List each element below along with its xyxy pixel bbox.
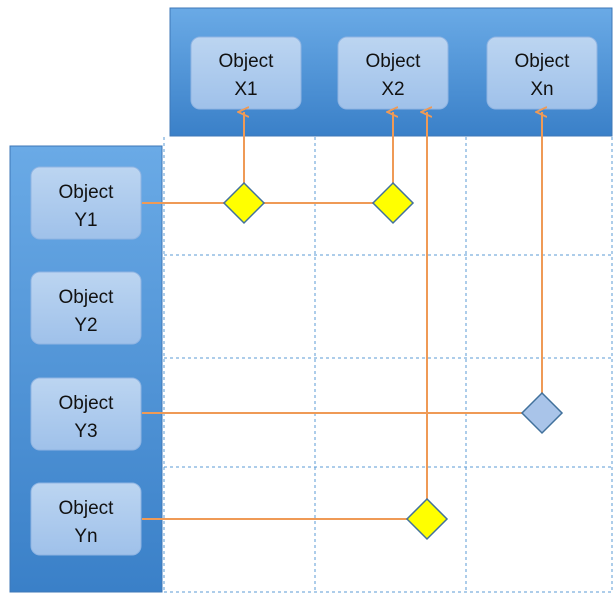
object-y3-label-line2: Y3 — [74, 421, 97, 442]
object-box-yn[interactable]: Object Yn — [30, 482, 142, 556]
connectors — [142, 112, 542, 520]
relation-markers — [222, 181, 564, 541]
left-object-panel: Object Y1 Object Y2 Object Y3 Object Yn — [9, 145, 163, 593]
diamond-y3-xn[interactable] — [520, 391, 564, 435]
object-x1-label-line1: Object — [219, 51, 275, 72]
object-y3-label-line1: Object — [59, 393, 115, 414]
object-box-y1[interactable]: Object Y1 — [30, 166, 142, 240]
object-box-y2[interactable]: Object Y2 — [30, 271, 142, 345]
object-x2-label-line2: X2 — [381, 79, 404, 100]
object-xn-label-line2: Xn — [530, 79, 553, 100]
object-x1-label-line2: X1 — [234, 79, 257, 100]
object-yn-label-line2: Yn — [74, 526, 97, 547]
object-x2-label-line1: Object — [366, 51, 422, 72]
diamond-y1-x1[interactable] — [222, 181, 266, 225]
object-box-xn[interactable]: Object Xn — [486, 36, 598, 110]
top-object-panel: Object X1 Object X2 Object Xn — [169, 7, 613, 137]
object-box-y3[interactable]: Object Y3 — [30, 377, 142, 451]
object-yn-label-line1: Object — [59, 498, 115, 519]
diamond-yn-x2[interactable] — [405, 497, 449, 541]
object-xn-label-line1: Object — [515, 51, 571, 72]
grid — [163, 137, 613, 593]
object-y1-label-line2: Y1 — [74, 210, 97, 231]
object-box-x2[interactable]: Object X2 — [337, 36, 449, 110]
object-box-x1[interactable]: Object X1 — [190, 36, 302, 110]
diamond-y1-x2[interactable] — [371, 181, 415, 225]
object-y1-label-line1: Object — [59, 182, 115, 203]
object-y2-label-line2: Y2 — [74, 315, 97, 336]
object-y2-label-line1: Object — [59, 287, 115, 308]
